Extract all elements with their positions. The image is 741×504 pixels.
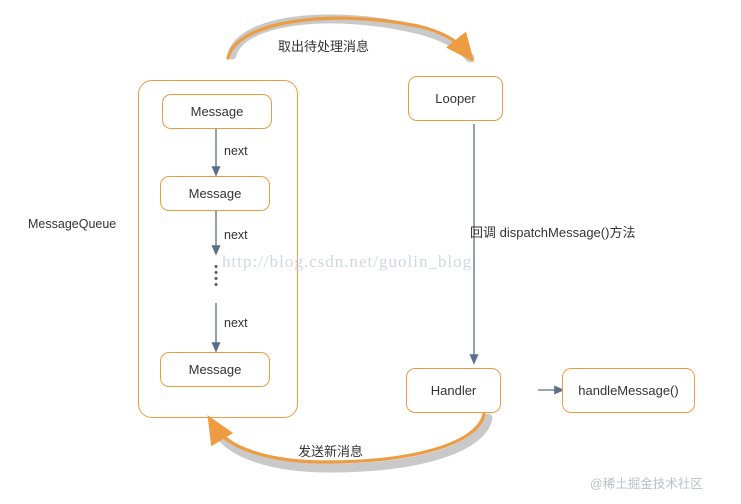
watermark-url: http://blog.csdn.net/guolin_blog: [222, 252, 473, 271]
next-label-3: next: [224, 316, 248, 330]
next-label-2: next: [224, 228, 248, 242]
handle-message-box[interactable]: handleMessage(): [562, 368, 695, 413]
message-box-1[interactable]: Message: [162, 94, 272, 129]
message-queue-label: MessageQueue: [28, 217, 117, 231]
ellipsis-dots: • • • •: [214, 261, 218, 291]
message-queue-container: [138, 80, 298, 418]
message-box-3[interactable]: Message: [160, 352, 270, 387]
flow-label-bottom: 发送新消息: [298, 444, 364, 459]
flow-label-right: 回调 dispatchMessage()方法: [470, 225, 636, 240]
next-label-1: next: [224, 144, 248, 158]
looper-box[interactable]: Looper: [408, 76, 503, 121]
flow-label-top: 取出待处理消息: [278, 39, 370, 54]
watermark-site: @稀土掘金技术社区: [590, 477, 703, 491]
handler-box[interactable]: Handler: [406, 368, 501, 413]
message-box-2[interactable]: Message: [160, 176, 270, 211]
